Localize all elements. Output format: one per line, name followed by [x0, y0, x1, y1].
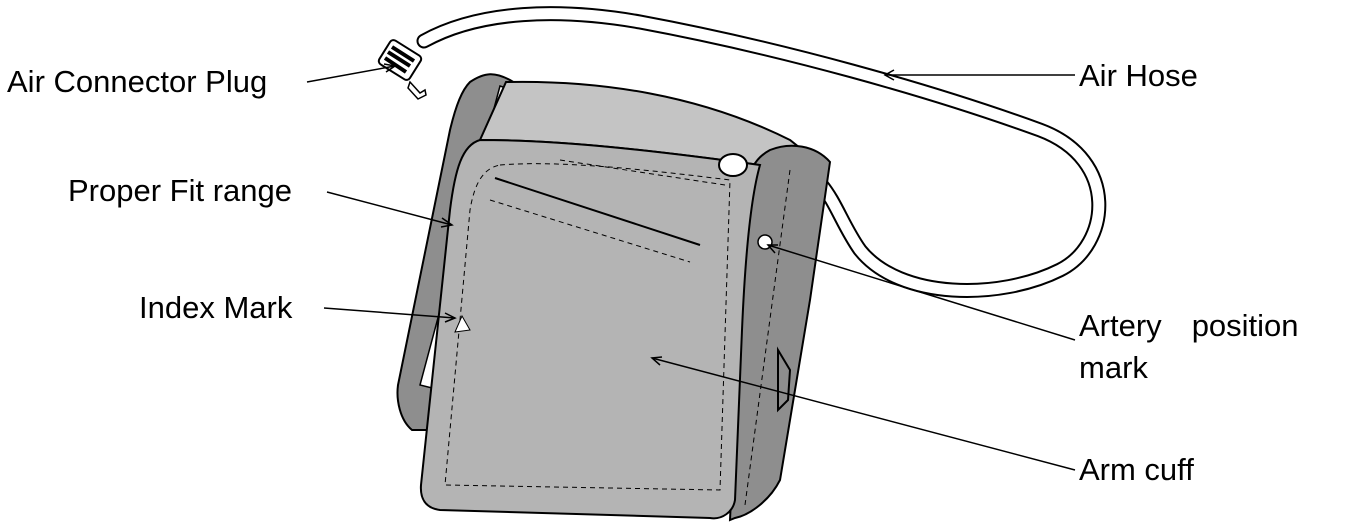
- label-arm-cuff: Arm cuff: [1079, 452, 1194, 487]
- cuff-side-clip: [777, 346, 792, 413]
- air-connector-plug: [377, 39, 427, 100]
- label-position-word: position: [1191, 308, 1299, 343]
- label-proper-fit-range: Proper Fit range: [68, 173, 292, 208]
- air-hose: [416, 6, 1107, 298]
- leader-lines: [306, 63, 1076, 471]
- index-mark: [454, 314, 471, 333]
- label-air-hose: Air Hose: [1079, 58, 1198, 93]
- label-index-mark: Index Mark: [139, 290, 293, 325]
- label-artery-position: Artery position: [1079, 308, 1299, 344]
- label-air-connector-plug: Air Connector Plug: [7, 64, 268, 99]
- cuff-front-panel: [419, 138, 762, 520]
- label-mark-word: mark: [1079, 350, 1148, 385]
- hose-entry-ring: [718, 153, 748, 177]
- label-artery-word: Artery: [1079, 308, 1162, 343]
